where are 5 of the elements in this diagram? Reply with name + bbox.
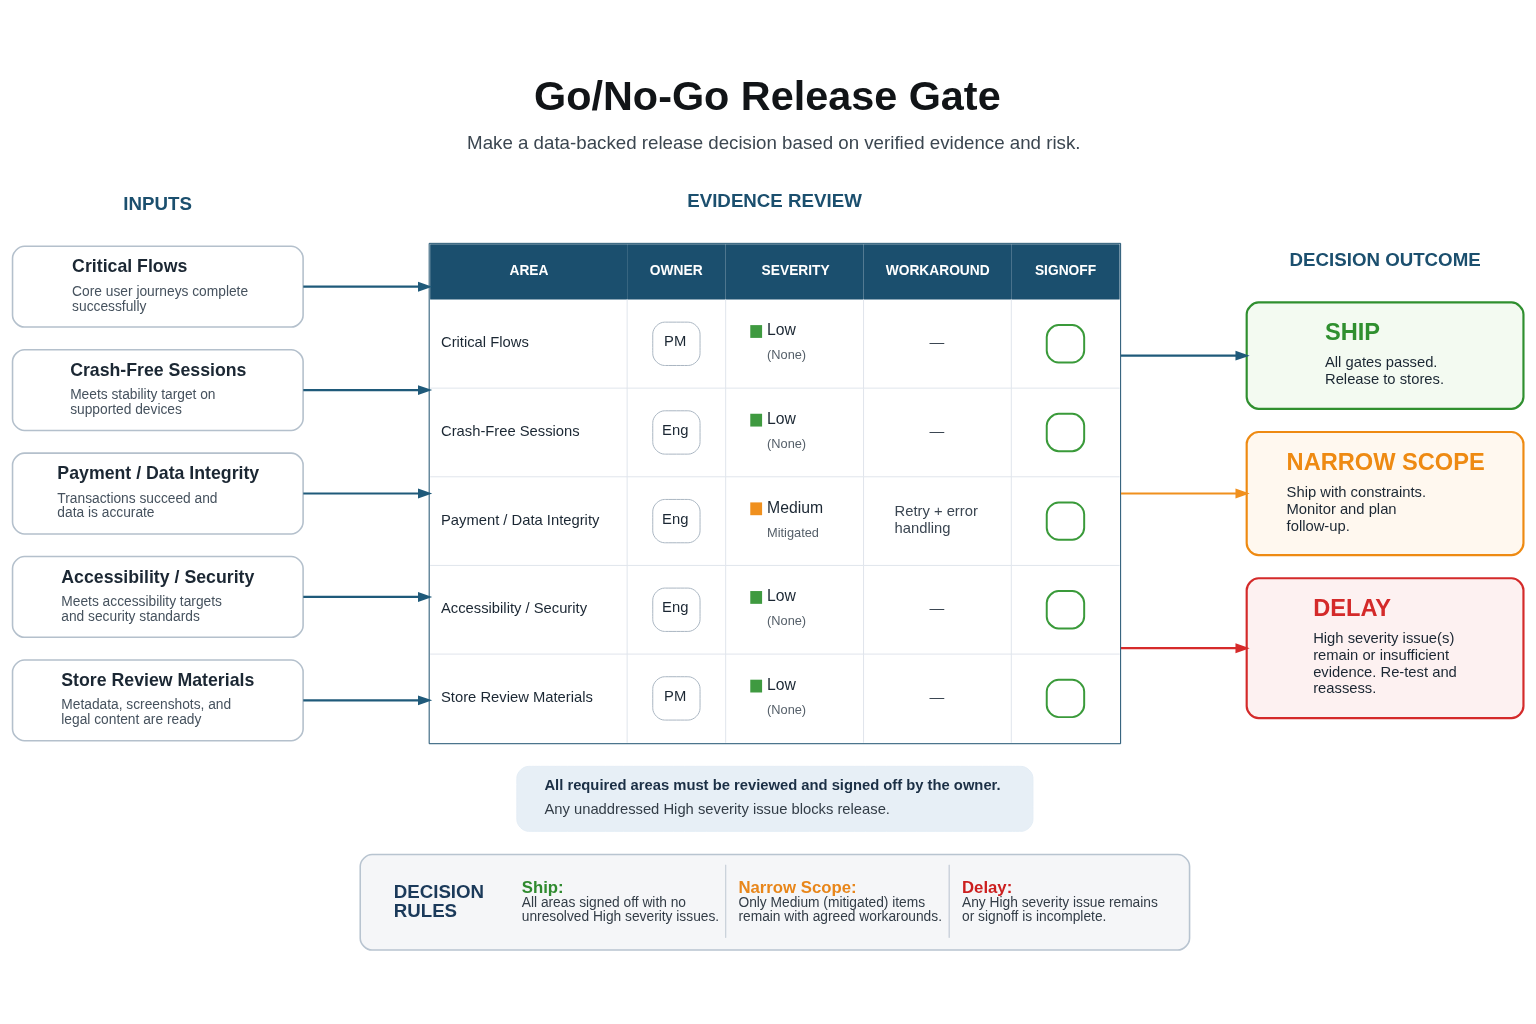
label: DECISION OUTCOME (1289, 248, 1481, 270)
diagram-title: Go/No-Go Release Gate (534, 72, 1001, 119)
label: INPUTS (123, 192, 192, 214)
label: Make a data-backed release decision based on verified evidence and risk. (467, 132, 1081, 154)
label: EVIDENCE REVIEW (687, 189, 862, 211)
